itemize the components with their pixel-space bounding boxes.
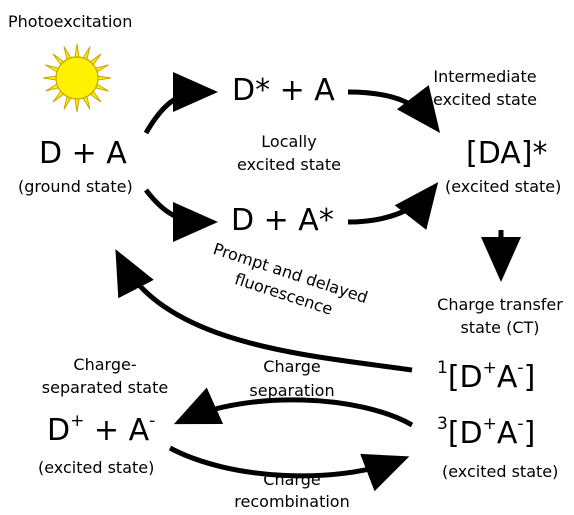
singlet-ct-formula: 1[D+A-] — [437, 358, 536, 396]
singlet-plus: + — [482, 358, 497, 378]
sun-ray — [96, 75, 112, 81]
triplet-open: [D — [447, 416, 483, 451]
sun-ray — [74, 43, 80, 59]
triplet-minus: - — [517, 414, 524, 434]
sun-ray — [74, 97, 80, 113]
singlet-close: ] — [523, 360, 536, 395]
charge-separation-label-line2: separation — [249, 381, 335, 400]
charge-separation-label-line1: Charge — [263, 357, 321, 376]
singlet-prefix: 1 — [437, 358, 448, 378]
arrow-excite-donor — [143, 72, 218, 135]
locally-excited-label-line2: excited state — [237, 155, 341, 174]
arrow-charge-recombination — [168, 445, 410, 492]
arrow-charge-separation — [173, 387, 414, 428]
charge-transfer-label-line2: state (CT) — [460, 318, 540, 337]
acceptor-excited-formula: D + A* — [231, 203, 334, 238]
css-minus: - — [149, 411, 156, 431]
singlet-open: [D — [447, 360, 483, 395]
ct-excited-state-label: (excited state) — [442, 462, 559, 481]
triplet-plus: + — [482, 414, 497, 434]
singlet-acceptor: A — [496, 360, 518, 395]
arrow-fluorescence — [115, 249, 413, 373]
charge-separated-excited-label: (excited state) — [38, 458, 155, 477]
triplet-ct-formula: 3[D+A-] — [437, 414, 536, 452]
ground-state-formula: D + A — [39, 136, 127, 171]
triplet-prefix: 3 — [437, 414, 448, 434]
charge-separated-label-line1: Charge- — [73, 355, 137, 374]
css-acceptor: + A — [84, 413, 150, 448]
singlet-minus: - — [517, 358, 524, 378]
charge-recombination-label-line1: Charge — [263, 470, 321, 489]
arrow-to-intermediate-top — [347, 85, 441, 133]
charge-separated-label-line2: separated state — [41, 378, 169, 397]
intermediate-label-line1: Intermediate — [433, 67, 537, 86]
charge-separated-formula: D+ + A- — [47, 411, 156, 449]
arrow-excite-acceptor — [144, 188, 218, 242]
intermediate-formula: [DA]* — [466, 136, 548, 171]
donor-excited-formula: D* + A — [232, 73, 335, 108]
charge-recombination-label-line2: recombination — [234, 492, 350, 511]
intermediate-state-label: (excited state) — [445, 177, 562, 196]
triplet-close: ] — [523, 416, 536, 451]
photoexcitation-label: Photoexcitation — [8, 12, 133, 31]
locally-excited-label-line1: Locally — [261, 132, 317, 151]
sun-icon — [42, 43, 112, 113]
arrow-to-intermediate-bottom — [347, 182, 439, 230]
triplet-acceptor: A — [496, 416, 518, 451]
ground-state-label: (ground state) — [18, 177, 133, 196]
css-plus: + — [70, 411, 85, 431]
intermediate-label-line2: excited state — [433, 90, 537, 109]
css-donor: D — [47, 413, 71, 448]
sun-ray — [42, 75, 58, 81]
charge-transfer-label-line1: Charge transfer — [437, 295, 563, 314]
